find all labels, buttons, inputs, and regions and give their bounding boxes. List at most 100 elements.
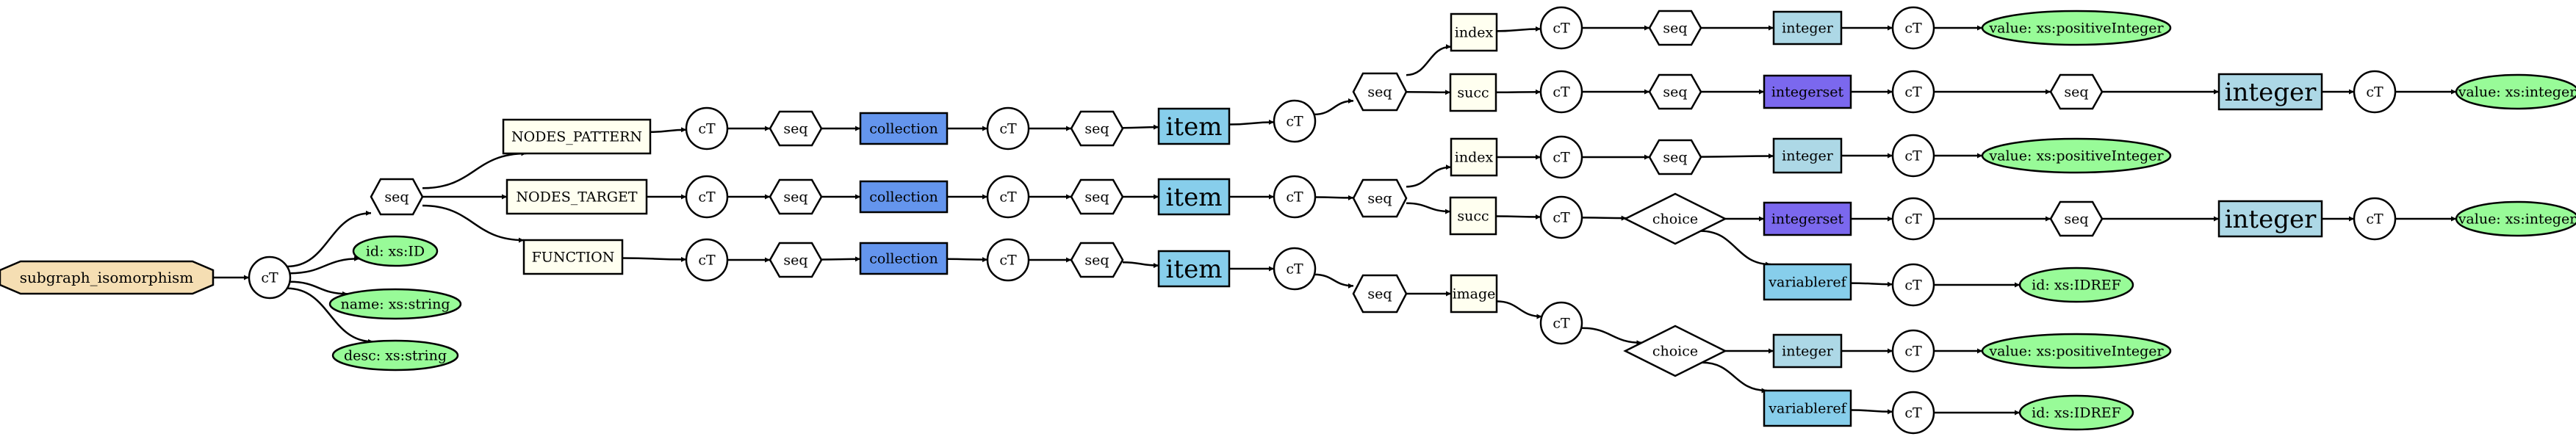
- edge-fn_im_vref-to-fn_im_vct: [1850, 409, 1893, 415]
- node-shape: [769, 110, 823, 147]
- node-label: value: xs:positiveInteger: [1988, 148, 2164, 164]
- node-label: seq: [1367, 84, 1392, 101]
- node-shape: [522, 239, 624, 275]
- node-label: value: xs:integer: [2458, 211, 2576, 228]
- node-seq-nt-seq1: seq: [769, 178, 823, 215]
- node-shape: [1623, 325, 1727, 377]
- node-label: cT: [698, 121, 716, 137]
- node-shape: [1273, 247, 1317, 291]
- node-shape: [1891, 391, 1935, 435]
- edge-fn-to-fn_ct1: [622, 256, 687, 262]
- node-shape: [1539, 135, 1583, 179]
- node-value-xs-positiveinteger-nt-ix-val: value: xs:positiveInteger: [1981, 137, 2172, 174]
- node-ct-np-ct1: cT: [685, 106, 729, 151]
- node-seq-np-ix-seq: seq: [1648, 10, 1702, 46]
- node-shape: [0, 260, 215, 295]
- node-label: seq: [2064, 211, 2088, 228]
- node-item-np-item: item: [1157, 107, 1231, 145]
- node-shape: [1763, 74, 1852, 109]
- node-label: integer: [1782, 148, 1834, 164]
- node-ct-np-ix-ct2: cT: [1891, 6, 1935, 50]
- node-shape: [769, 178, 823, 215]
- node-shape: [1981, 10, 2172, 46]
- node-label: seq: [384, 189, 409, 206]
- node-label: FUNCTION: [532, 250, 615, 266]
- edge-fn_im_ct-to-fn_im_choice: [1581, 327, 1642, 346]
- node-shape: [1352, 178, 1408, 218]
- node-label: succ: [1457, 209, 1489, 225]
- node-label: index: [1455, 25, 1494, 41]
- node-shape: [1891, 329, 1935, 373]
- node-collection-fn-coll: collection: [859, 242, 949, 275]
- node-ct-fn-im-ct2: cT: [1891, 329, 1935, 373]
- node-integer-fn-im-int: integer: [1772, 333, 1843, 369]
- node-seq-nt-ix-seq: seq: [1648, 139, 1702, 175]
- node-label: desc: xs:string: [344, 348, 447, 364]
- node-shape: [2353, 197, 2397, 241]
- node-shape: [1623, 192, 1727, 245]
- node-label: cT: [1553, 21, 1570, 37]
- node-choice-fn-im-choice: choice: [1623, 325, 1727, 377]
- node-shape: [2049, 73, 2104, 110]
- node-seq-seq-root: seq: [370, 178, 424, 216]
- node-seq-nt-seq2: seq: [1070, 178, 1124, 215]
- node-ct-fn-im-ct: cT: [1539, 301, 1583, 345]
- node-shape: [370, 178, 424, 216]
- edge-np-to-np_ct1: [650, 127, 687, 134]
- edge-np_item-to-np_ct3: [1228, 119, 1275, 126]
- node-label: NODES_TARGET: [516, 189, 638, 206]
- node-seq-fn-seq3: seq: [1352, 274, 1408, 314]
- node-index-np-index: index: [1450, 12, 1498, 52]
- edge-fn_ct3-to-fn_seq3: [1314, 273, 1354, 289]
- node-shape: [859, 112, 949, 145]
- edge-fn_image-to-fn_im_ct: [1496, 300, 1542, 319]
- node-shape: [2455, 200, 2576, 237]
- node-collection-np-coll: collection: [859, 112, 949, 145]
- node-ct-nt-ct1: cT: [685, 175, 729, 219]
- edge-nt_sc_ct-to-nt_sc_choice: [1581, 215, 1627, 221]
- node-ct-np-ct3: cT: [1273, 99, 1317, 143]
- node-shape: [685, 238, 729, 282]
- node-shape: [1273, 99, 1317, 143]
- node-name-xs-string-a-name: name: xs:string: [328, 288, 462, 320]
- node-seq-np-sc-seq: seq: [1648, 73, 1702, 110]
- node-seq-np-seq3: seq: [1352, 72, 1408, 112]
- node-label: cT: [999, 189, 1017, 206]
- node-label: cT: [1904, 21, 1922, 37]
- node-label: choice: [1652, 344, 1698, 360]
- edge-nt_sc_vref-to-nt_sc_vct: [1850, 281, 1893, 287]
- node-seq-np-sc-seq2: seq: [2049, 73, 2104, 110]
- edge-fn_seq2-to-fn_item: [1122, 261, 1159, 269]
- node-shape: [859, 242, 949, 275]
- node-label: cT: [2366, 211, 2383, 228]
- node-shape: [1891, 263, 1935, 307]
- edge-nt_seq3-to-nt_index: [1406, 164, 1452, 188]
- node-value-xs-positiveinteger-fn-im-val: value: xs:positiveInteger: [1981, 333, 2172, 369]
- node-shape: [1891, 6, 1935, 50]
- node-shape: [1450, 274, 1498, 314]
- node-shape: [1772, 137, 1843, 174]
- node-label: cT: [1904, 211, 1922, 228]
- node-shape: [1450, 137, 1498, 177]
- node-shape: [685, 106, 729, 151]
- node-ct-nt-ct2: cT: [986, 175, 1030, 219]
- node-shape: [1763, 263, 1852, 301]
- node-ct-nt-sc-ct: cT: [1539, 195, 1583, 239]
- edge-ct_root-to-a_desc: [287, 287, 373, 344]
- node-shape: [986, 106, 1030, 151]
- node-seq-nt-seq3: seq: [1352, 178, 1408, 218]
- edge-fn_im_choice-to-fn_im_vref: [1702, 361, 1767, 394]
- node-shape: [328, 288, 462, 320]
- node-label: integer: [1782, 21, 1834, 37]
- node-seq-np-seq2: seq: [1070, 110, 1124, 147]
- node-label: cT: [1286, 261, 1303, 278]
- node-label: cT: [1904, 344, 1922, 360]
- edge-np_seq2-to-np_item: [1122, 124, 1159, 130]
- node-label: variableref: [1768, 275, 1847, 291]
- node-variableref-fn-im-vref: variableref: [1763, 389, 1852, 427]
- node-function-fn: FUNCTION: [522, 239, 624, 275]
- node-shape: [986, 175, 1030, 219]
- node-label: index: [1455, 150, 1494, 166]
- node-label: cT: [1904, 278, 1922, 294]
- node-integer-np-ix-int: integer: [1772, 10, 1843, 46]
